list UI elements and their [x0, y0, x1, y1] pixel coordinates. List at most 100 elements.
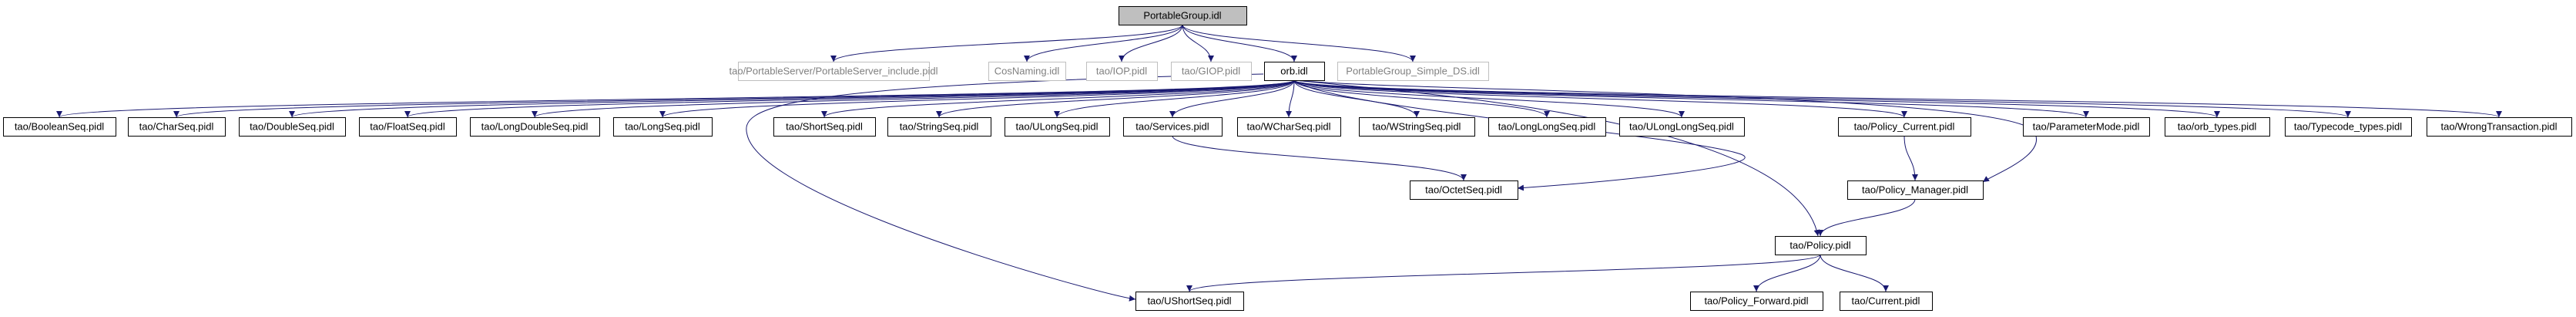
node-label: tao/WrongTransaction.pidl	[2440, 121, 2557, 133]
node-tao-policy-forward-pidl[interactable]: tao/Policy_Forward.pidl	[1690, 292, 1823, 311]
edge-tao-policy-manager-pidl-to-tao-policy-pidl	[1817, 198, 1916, 237]
edge-tao-services-pidl-to-tao-octetseq-pidl	[1172, 135, 1467, 181]
node-label: CosNaming.idl	[995, 66, 1060, 77]
node-box	[1359, 117, 1475, 137]
edge-orb-idl-to-tao-octetseq-pidl	[1293, 79, 1746, 191]
node-box	[1410, 180, 1518, 200]
edge-tao-policy-current-pidl-to-tao-policy-manager-pidl	[1903, 135, 1918, 181]
edge-orb-idl-to-tao-ulongseq-pidl	[1054, 79, 1295, 118]
node-box	[1838, 117, 1971, 137]
node-label: tao/WStringSeq.pidl	[1373, 121, 1461, 133]
node-tao-wstringseq-pidl[interactable]: tao/WStringSeq.pidl	[1359, 117, 1475, 137]
node-label: tao/Services.pidl	[1135, 121, 1209, 133]
node-label: PortableGroup_Simple_DS.idl	[1346, 66, 1480, 77]
node-tao-giop-pidl[interactable]: tao/GIOP.pidl	[1171, 62, 1252, 81]
edge-tao-policy-pidl-to-tao-current-pidl	[1820, 254, 1889, 292]
node-tao-policy-current-pidl[interactable]: tao/Policy_Current.pidl	[1838, 117, 1971, 137]
node-tao-ushortseq-pidl[interactable]: tao/UShortSeq.pidl	[1135, 292, 1244, 311]
node-tao-parametermode-pidl[interactable]: tao/ParameterMode.pidl	[2023, 117, 2150, 137]
node-box	[1171, 62, 1252, 81]
node-tao-orb-types-pidl[interactable]: tao/orb_types.pidl	[2165, 117, 2270, 137]
node-tao-longlongseq-pidl[interactable]: tao/LongLongSeq.pidl	[1488, 117, 1606, 137]
node-tao-doubleseq-pidl[interactable]: tao/DoubleSeq.pidl	[239, 117, 346, 137]
node-tao-shortseq-pidl[interactable]: tao/ShortSeq.pidl	[773, 117, 876, 137]
edge-portablegroup-idl-to-portablegroup-simple-ds-idl	[1182, 24, 1416, 62]
node-label: tao/PortableServer/PortableServer_includ…	[730, 66, 938, 77]
node-label: tao/OctetSeq.pidl	[1425, 184, 1502, 196]
node-box	[1123, 117, 1223, 137]
node-portablegroup-idl[interactable]: PortableGroup.idl	[1119, 6, 1247, 25]
edge-orb-idl-to-tao-ushortseq-pidl	[746, 73, 1264, 302]
node-box	[2023, 117, 2150, 137]
node-box	[613, 117, 713, 137]
edge-orb-idl-to-tao-ulonglongseq-pidl	[1293, 79, 1685, 118]
node-label: tao/StringSeq.pidl	[900, 121, 979, 133]
node-tao-policy-pidl[interactable]: tao/Policy.pidl	[1775, 236, 1867, 255]
node-layer: PortableGroup.idl tao/PortableServer/Port…	[3, 6, 2572, 311]
node-box	[887, 117, 991, 137]
edge-tao-policy-pidl-to-tao-ushortseq-pidl	[1186, 254, 1821, 292]
node-label: tao/Current.pidl	[1852, 295, 1920, 307]
node-label: orb.idl	[1280, 66, 1308, 77]
node-tao-services-pidl[interactable]: tao/Services.pidl	[1123, 117, 1223, 137]
node-cosnaming-idl[interactable]: CosNaming.idl	[988, 62, 1066, 81]
node-tao-octetseq-pidl[interactable]: tao/OctetSeq.pidl	[1410, 180, 1518, 200]
node-tao-current-pidl[interactable]: tao/Current.pidl	[1840, 292, 1933, 311]
node-label: tao/WCharSeq.pidl	[1246, 121, 1330, 133]
node-box	[1264, 62, 1325, 81]
edge-orb-idl-to-tao-shortseq-pidl	[821, 79, 1295, 118]
node-label: tao/ULongLongSeq.pidl	[1629, 121, 1734, 133]
node-box	[3, 117, 116, 137]
node-box	[2165, 117, 2270, 137]
node-tao-portableserver-portableserver-include-pidl[interactable]: tao/PortableServer/PortableServer_includ…	[730, 62, 938, 81]
node-box	[988, 62, 1066, 81]
edge-portablegroup-idl-to-cosnaming-idl	[1024, 24, 1183, 62]
node-tao-longdoubleseq-pidl[interactable]: tao/LongDoubleSeq.pidl	[470, 117, 600, 137]
node-box	[1237, 117, 1341, 137]
node-tao-ulongseq-pidl[interactable]: tao/ULongSeq.pidl	[1005, 117, 1110, 137]
node-box	[1775, 236, 1867, 255]
edge-orb-idl-to-tao-parametermode-pidl	[1293, 79, 2089, 118]
node-label: tao/Policy_Manager.pidl	[1862, 184, 1968, 196]
node-label: tao/LongLongSeq.pidl	[1498, 121, 1596, 133]
node-label: tao/FloatSeq.pidl	[370, 121, 445, 133]
node-portablegroup-simple-ds-idl[interactable]: PortableGroup_Simple_DS.idl	[1337, 62, 1489, 81]
node-box	[738, 62, 930, 81]
node-label: tao/ULongSeq.pidl	[1016, 121, 1098, 133]
node-tao-floatseq-pidl[interactable]: tao/FloatSeq.pidl	[359, 117, 457, 137]
node-box	[1488, 117, 1606, 137]
node-box	[359, 117, 457, 137]
node-tao-booleanseq-pidl[interactable]: tao/BooleanSeq.pidl	[3, 117, 116, 137]
node-box	[1337, 62, 1489, 81]
edge-orb-idl-to-tao-services-pidl	[1169, 79, 1295, 118]
node-box	[1086, 62, 1158, 81]
edge-portablegroup-idl-to-tao-iop-pidl	[1119, 24, 1183, 62]
edge-orb-idl-to-tao-policy-current-pidl	[1293, 79, 1907, 118]
node-orb-idl[interactable]: orb.idl	[1264, 62, 1325, 81]
node-label: tao/Policy_Forward.pidl	[1704, 295, 1808, 307]
edge-orb-idl-to-tao-wrongtransaction-pidl	[1293, 79, 2502, 118]
node-label: tao/Policy.pidl	[1789, 240, 1850, 251]
node-tao-wrongtransaction-pidl[interactable]: tao/WrongTransaction.pidl	[2427, 117, 2572, 137]
node-box	[2427, 117, 2572, 137]
edge-orb-idl-to-tao-wstringseq-pidl	[1293, 79, 1420, 118]
node-label: tao/DoubleSeq.pidl	[250, 121, 334, 133]
node-tao-charseq-pidl[interactable]: tao/CharSeq.pidl	[128, 117, 226, 137]
edge-orb-idl-to-tao-longseq-pidl	[659, 79, 1295, 118]
node-tao-stringseq-pidl[interactable]: tao/StringSeq.pidl	[887, 117, 991, 137]
node-box	[1619, 117, 1745, 137]
node-tao-longseq-pidl[interactable]: tao/LongSeq.pidl	[613, 117, 713, 137]
node-label: tao/LongSeq.pidl	[625, 121, 700, 133]
edge-orb-idl-to-tao-typecode-types-pidl	[1293, 79, 2351, 118]
node-label: PortableGroup.idl	[1143, 10, 1221, 22]
node-tao-wcharseq-pidl[interactable]: tao/WCharSeq.pidl	[1237, 117, 1341, 137]
node-tao-policy-manager-pidl[interactable]: tao/Policy_Manager.pidl	[1847, 180, 1984, 200]
node-tao-iop-pidl[interactable]: tao/IOP.pidl	[1086, 62, 1158, 81]
edge-orb-idl-to-tao-doubleseq-pidl	[289, 79, 1295, 118]
node-label: tao/GIOP.pidl	[1182, 66, 1240, 77]
node-label: tao/UShortSeq.pidl	[1147, 295, 1231, 307]
node-tao-typecode-types-pidl[interactable]: tao/Typecode_types.pidl	[2285, 117, 2412, 137]
edge-orb-idl-to-tao-orb-types-pidl	[1293, 79, 2220, 118]
node-tao-ulonglongseq-pidl[interactable]: tao/ULongLongSeq.pidl	[1619, 117, 1745, 137]
